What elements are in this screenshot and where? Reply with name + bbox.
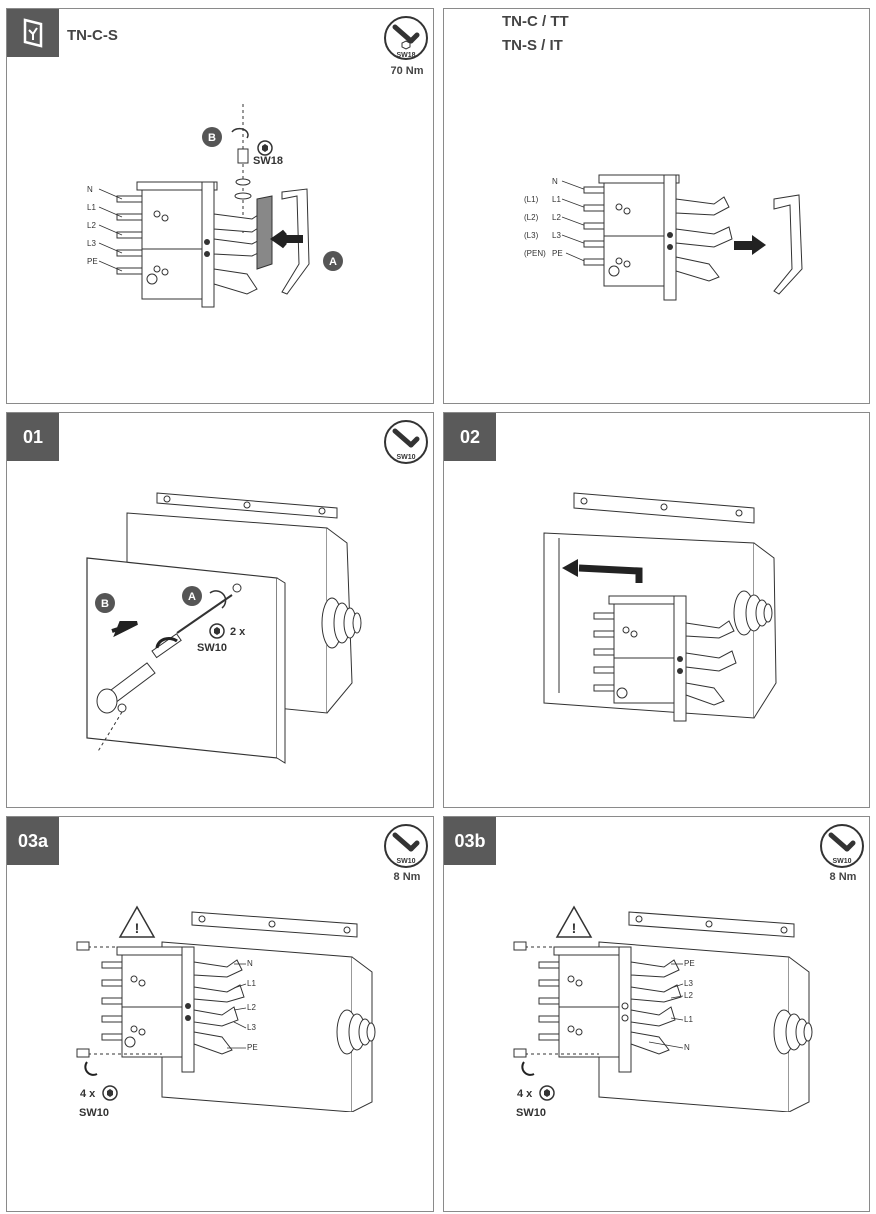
svg-text:N: N xyxy=(684,1043,690,1052)
svg-text:L3: L3 xyxy=(247,1023,256,1032)
svg-text:(L3): (L3) xyxy=(524,231,539,240)
busbar-assembly-diagram: B SW18 N L1 L2 L3 PE xyxy=(87,104,343,308)
panel-title-line1: TN-C / TT xyxy=(502,13,569,30)
panel-step-02: 02 xyxy=(443,412,870,808)
panel-step-03a: 03a SW10 8 Nm ! xyxy=(6,816,434,1212)
svg-text:SW10: SW10 xyxy=(396,858,415,865)
panel-tn-c-tt: TN-C / TT TN-S / IT (L1) (L2) (L3) (PEN)… xyxy=(443,8,870,404)
svg-text:N: N xyxy=(552,177,558,186)
torque-value: 8 Nm xyxy=(829,871,857,883)
busbar-fastening-reversed-diagram: ! PE L3 L2 L1 N xyxy=(513,905,813,1112)
hex-wrench-icon: SW18 xyxy=(384,16,428,60)
panel-step-03b: 03b SW10 8 Nm ! xyxy=(443,816,870,1212)
panel-title: TN-C-S xyxy=(67,27,118,44)
svg-text:4 x: 4 x xyxy=(80,1088,96,1100)
svg-text:L1: L1 xyxy=(684,1015,693,1024)
warning-icon xyxy=(118,905,156,938)
busbar-separation-diagram: (L1) (L2) (L3) (PEN) N L1 L2 L3 PE xyxy=(524,174,803,301)
torque-value: 8 Nm xyxy=(393,871,421,883)
svg-text:L3: L3 xyxy=(684,979,693,988)
svg-text:B: B xyxy=(101,598,109,610)
svg-text:L2: L2 xyxy=(247,1003,256,1012)
screw-size-label: SW10 xyxy=(516,1107,546,1119)
svg-text:!: ! xyxy=(135,920,140,936)
svg-text:!: ! xyxy=(572,920,577,936)
svg-text:N: N xyxy=(247,959,253,968)
torque-value: 70 Nm xyxy=(390,65,424,77)
screw-size-label: SW10 xyxy=(79,1107,109,1119)
step-number-tag: 03b xyxy=(444,817,496,865)
svg-text:L3: L3 xyxy=(87,239,96,248)
svg-text:2 x: 2 x xyxy=(230,626,246,638)
step-number-tag: 03a xyxy=(7,817,59,865)
document-fold-icon xyxy=(23,18,43,48)
svg-text:SW18: SW18 xyxy=(253,155,283,167)
svg-text:L2: L2 xyxy=(684,991,693,1000)
svg-text:A: A xyxy=(329,256,337,268)
svg-text:(L1): (L1) xyxy=(524,195,539,204)
hex-wrench-icon: SW10 xyxy=(384,824,428,868)
svg-text:(PEN): (PEN) xyxy=(524,249,546,258)
svg-text:PE: PE xyxy=(247,1043,258,1052)
svg-text:B: B xyxy=(208,132,216,144)
svg-text:4 x: 4 x xyxy=(517,1088,533,1100)
panel-step-01: 01 SW10 A B 2 x SW10 xyxy=(6,412,434,808)
step-number-tag: 01 xyxy=(7,413,59,461)
svg-text:(L2): (L2) xyxy=(524,213,539,222)
svg-text:L1: L1 xyxy=(247,979,256,988)
panel-tn-c-s: TN-C-S SW18 70 Nm B SW18 xyxy=(6,8,434,404)
svg-text:L2: L2 xyxy=(87,221,96,230)
svg-text:PE: PE xyxy=(552,249,563,258)
svg-text:PE: PE xyxy=(684,959,695,968)
svg-text:L1: L1 xyxy=(552,195,561,204)
svg-text:PE: PE xyxy=(87,257,98,266)
svg-text:A: A xyxy=(188,591,196,603)
svg-text:SW18: SW18 xyxy=(396,52,415,59)
warning-icon xyxy=(555,905,593,938)
enclosure-cover-removal-diagram: A B 2 x SW10 xyxy=(86,492,362,764)
svg-text:SW10: SW10 xyxy=(396,454,415,461)
svg-text:L3: L3 xyxy=(552,231,561,240)
svg-text:L1: L1 xyxy=(87,203,96,212)
document-icon-tag xyxy=(7,9,59,57)
svg-text:L2: L2 xyxy=(552,213,561,222)
busbar-fastening-diagram: ! N L1 xyxy=(76,905,376,1112)
busbar-insertion-diagram xyxy=(543,492,777,722)
step-number-tag: 02 xyxy=(444,413,496,461)
panel-title-line2: TN-S / IT xyxy=(502,37,563,54)
hex-wrench-icon: SW10 xyxy=(384,420,428,464)
hex-wrench-icon: SW10 xyxy=(820,824,864,868)
svg-text:SW10: SW10 xyxy=(832,858,851,865)
svg-text:SW10: SW10 xyxy=(197,642,227,654)
svg-text:N: N xyxy=(87,185,93,194)
